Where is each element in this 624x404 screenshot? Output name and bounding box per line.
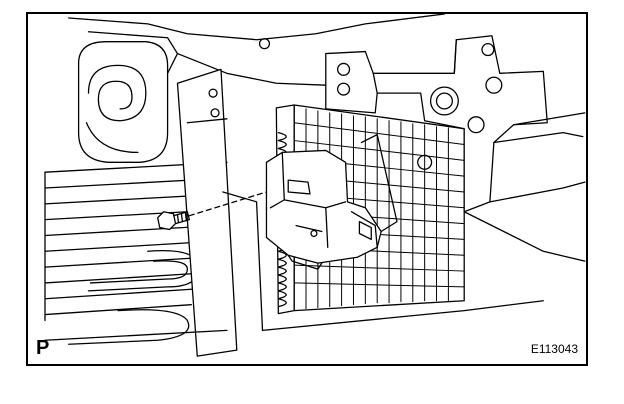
left-cooler-fins [44,161,228,322]
lower-structure-lines [44,300,544,341]
diagram-frame: P E113043 [26,12,588,366]
bolt-icon [157,191,268,231]
support-strut [176,68,264,357]
view-label: P [36,337,50,359]
horn-component [77,41,169,163]
sensor-connector-icon [265,133,398,270]
illustration-code: E113043 [530,342,578,356]
right-bracket [258,35,586,262]
engine-bay-illustration [44,14,586,357]
